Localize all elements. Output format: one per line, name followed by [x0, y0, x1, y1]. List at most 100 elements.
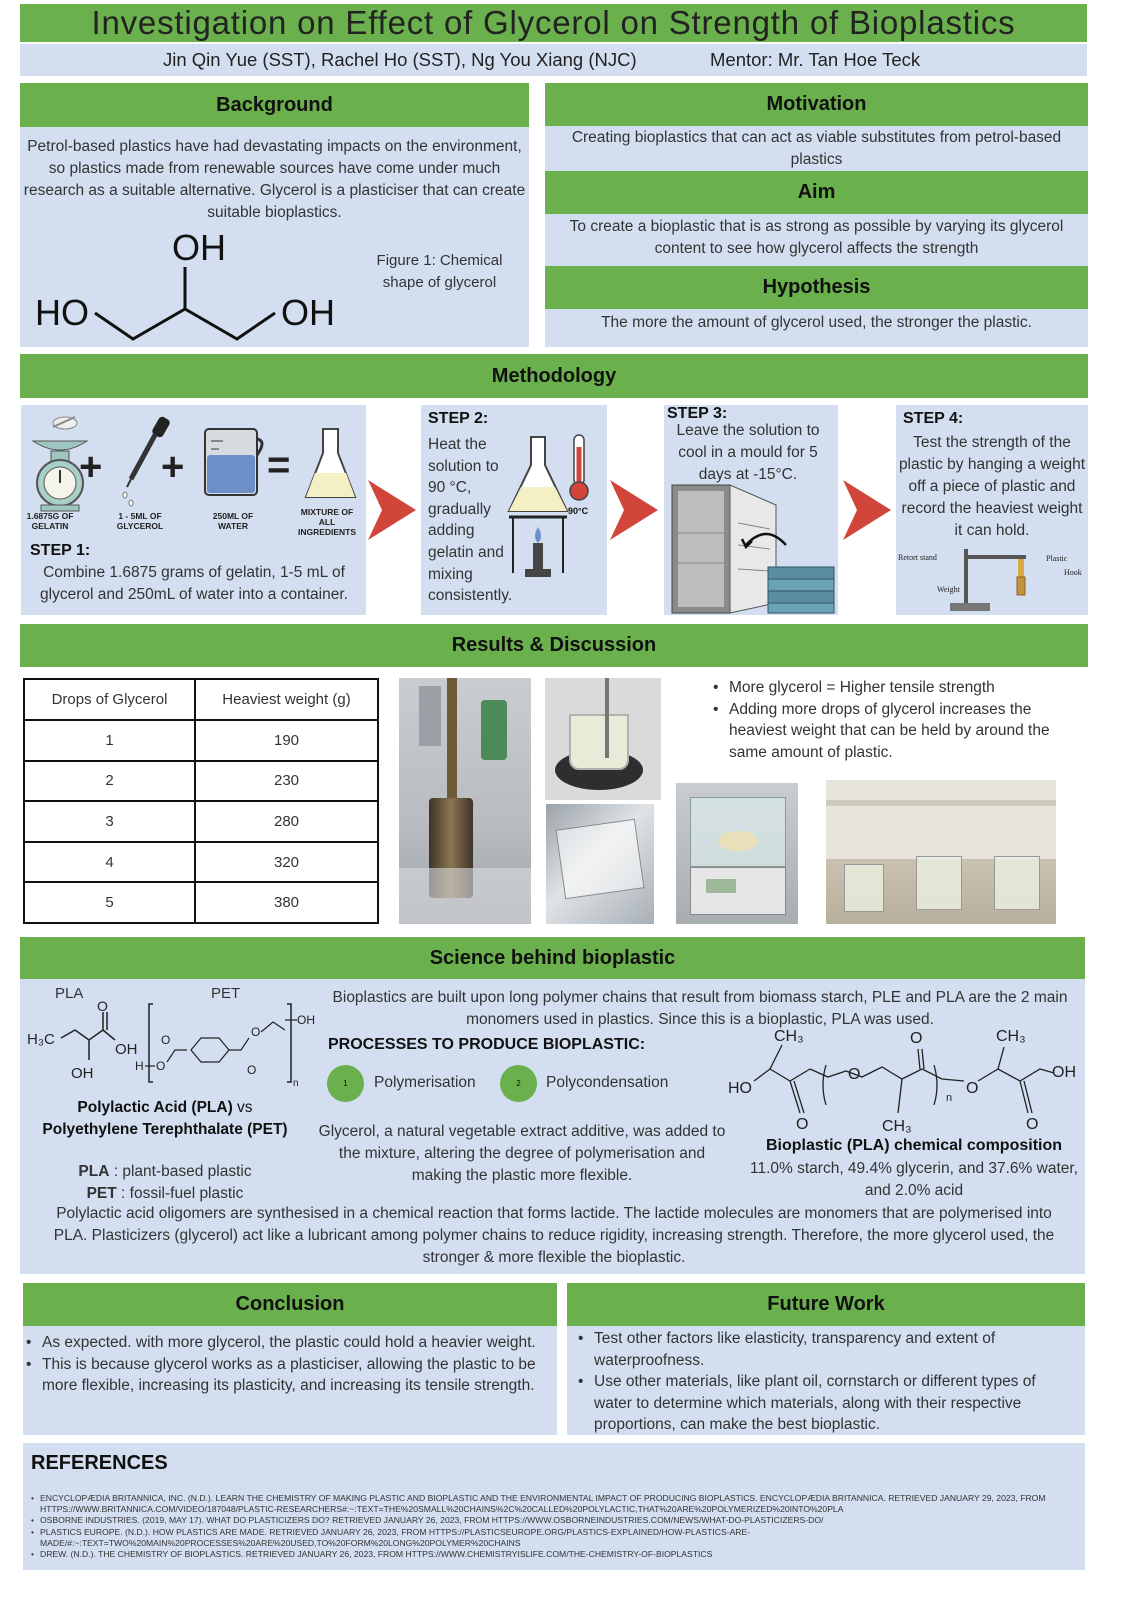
science-summary: Polylactic acid oligomers are synthesise… [53, 1205, 1055, 1266]
hypothesis-text: The more the amount of glycerol used, th… [601, 314, 1032, 331]
reference-item: Osborne Industries. (2019, May 17). What… [30, 1515, 1080, 1526]
poster-title: Investigation on Effect of Glycerol on S… [91, 4, 1016, 41]
list-item: Use other materials, like plant oil, cor… [574, 1371, 1074, 1436]
flask-icon [304, 428, 357, 498]
table-cell: 2 [23, 759, 196, 803]
table-cell: 4 [23, 840, 196, 884]
background-heading: Background [20, 83, 529, 127]
science-intro: Bioplastics are built upon long polymer … [332, 989, 1068, 1028]
references-heading: REFERENCES [31, 1452, 168, 1474]
svg-text:CH₃: CH₃ [774, 1028, 804, 1045]
glycerol-oh-right: OH [281, 292, 335, 333]
results-bullets: More glycerol = Higher tensile strength … [709, 677, 1069, 763]
pla-label: PLA [55, 985, 84, 1002]
plus-icon: + [161, 445, 185, 489]
hypothesis-heading: Hypothesis [545, 266, 1088, 309]
authors: Jin Qin Yue (SST), Rachel Ho (SST), Ng Y… [163, 49, 637, 70]
glycerol-label: 1 - 5ML OF GLYCEROL [116, 511, 164, 531]
arrow-icon [368, 480, 416, 540]
svg-text:O: O [1026, 1116, 1038, 1133]
weight-label: Weight [937, 585, 960, 594]
table-cell: 3 [23, 800, 196, 843]
plus-icon: + [79, 445, 103, 489]
table-header: Heaviest weight (g) [194, 678, 379, 721]
pet-label: PET [211, 985, 241, 1002]
list-item: As expected. with more glycerol, the pla… [22, 1332, 556, 1354]
svg-text:CH₃: CH₃ [996, 1028, 1026, 1045]
svg-text:HO: HO [728, 1080, 752, 1097]
svg-text:n: n [946, 1092, 952, 1104]
background-panel [20, 83, 529, 347]
methodology-heading: Methodology [20, 354, 1088, 398]
svg-text:OH: OH [297, 1013, 315, 1027]
title-banner: Investigation on Effect of Glycerol on S… [20, 4, 1087, 42]
results-heading: Results & Discussion [20, 624, 1088, 667]
svg-text:OH: OH [1052, 1064, 1076, 1081]
pla-def-key: PLA [78, 1163, 110, 1180]
hook-label: Hook [1064, 568, 1082, 577]
beaker-icon [204, 428, 264, 496]
figure-caption: Figure 1: Chemical shape of glycerol [376, 252, 503, 291]
compare-b: Polyethylene Terephthalate (PET) [42, 1121, 288, 1138]
reference-item: Encyclopædia Britannica, Inc. (n.d.). Le… [30, 1493, 1080, 1515]
svg-text:H: H [135, 1059, 144, 1073]
mentor: Mentor: Mr. Tan Hoe Teck [710, 49, 921, 70]
reference-item: Drew. (n.d.). The Chemistry of Bioplasti… [30, 1549, 1080, 1560]
glycerol-note: Glycerol, a natural vegetable extract ad… [318, 1123, 726, 1184]
compare-a: Polylactic Acid (PLA) [77, 1099, 233, 1116]
reference-item: Plastics Europe. (n.d.). How plastics ar… [30, 1527, 1080, 1549]
step4-text: Test the strength of the plastic by hang… [898, 434, 1086, 539]
composition-title: Bioplastic (PLA) chemical composition [765, 1137, 1063, 1154]
water-label: 250ML OF WATER [212, 511, 254, 531]
thermometer-icon [569, 434, 589, 501]
science-heading: Science behind bioplastic [20, 937, 1085, 979]
step3-panel: STEP 3: Leave the solution to cool in a … [664, 405, 838, 615]
equals-icon: = [267, 443, 291, 487]
science-panel [20, 937, 1085, 1274]
dropper-icon [122, 416, 170, 507]
compare-vs: vs [232, 1099, 253, 1116]
arrow-icon [610, 480, 658, 540]
step2-label: STEP 2: [428, 410, 489, 427]
process-label-2: Polycondensation [546, 1074, 669, 1091]
table-cell: 230 [194, 759, 379, 803]
svg-text:OH: OH [71, 1065, 94, 1082]
process-badge-2: 2 [500, 1065, 537, 1102]
list-item: This is because glycerol works as a plas… [22, 1354, 556, 1397]
table-cell: 5 [23, 881, 196, 924]
aim-heading: Aim [545, 171, 1088, 214]
svg-text:n: n [293, 1078, 299, 1089]
conclusion-bullets: As expected. with more glycerol, the pla… [22, 1332, 556, 1397]
processes-title: PROCESSES TO PRODUCE BIOPLASTIC: [328, 1036, 646, 1053]
step3-label: STEP 3: [667, 405, 728, 422]
photo-weight-hanging [399, 678, 531, 924]
freezer-icon [671, 484, 835, 614]
temp-label: 90°C [568, 506, 589, 516]
glycerol-ho-left: HO [35, 292, 89, 333]
plastic-definitions: PLA : plant-based plastic PET : fossil-f… [25, 1161, 305, 1205]
retort-stand-icon [950, 549, 1026, 611]
step3-text: Leave the solution to cool in a mould fo… [676, 422, 820, 483]
photo-plastic-sheet [546, 804, 654, 924]
table-header-row: Drops of Glycerol Heaviest weight (g) [23, 678, 379, 721]
future-bullets: Test other factors like elasticity, tran… [574, 1328, 1074, 1436]
photo-three-beakers [826, 780, 1056, 924]
svg-text:H₃C: H₃C [27, 1031, 55, 1048]
pla-pet-structure: H₃C OH O OH H O O O O n OH [27, 1000, 315, 1089]
step1-label: STEP 1: [30, 542, 91, 559]
process-num: 2 [516, 1079, 521, 1088]
arrow-icon [843, 480, 891, 540]
pet-def-key: PET [86, 1185, 117, 1202]
step4-panel: STEP 4: Test the strength of the plastic… [896, 405, 1088, 615]
svg-text:O: O [251, 1025, 260, 1039]
background-text: Petrol-based plastics have had devastati… [23, 138, 526, 221]
motivation-text: Creating bioplastics that can act as via… [571, 129, 1062, 168]
process-num: 1 [343, 1079, 348, 1088]
pla-structure: HO CH₃ O O O CH₃ O CH₃ O OH n [728, 1028, 1076, 1135]
pla-pet-compare: Polylactic Acid (PLA) vs Polyethylene Te… [25, 1097, 305, 1141]
table-header: Drops of Glycerol [23, 678, 196, 721]
pet-def: : fossil-fuel plastic [116, 1185, 244, 1202]
